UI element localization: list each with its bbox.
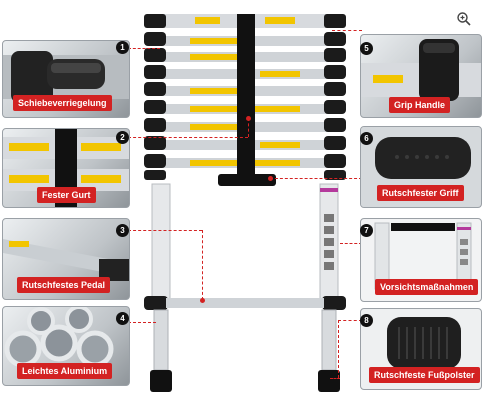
feature-panel-2: Fester Gurt — [2, 128, 130, 208]
badge-8: 8 — [360, 314, 373, 327]
badge-7: 7 — [360, 224, 373, 237]
feature-label-2: Fester Gurt — [37, 187, 96, 203]
badge-5: 5 — [360, 42, 373, 55]
zoom-in-icon[interactable] — [455, 10, 473, 28]
badge-1: 1 — [116, 41, 129, 54]
feature-panel-5: Grip Handle — [360, 34, 482, 118]
feature-label-4: Leichtes Aluminium — [17, 363, 113, 379]
feature-panel-8: Rutschfeste Fußpolster — [360, 308, 482, 390]
feature-panel-3: Rutschfestes Pedal — [2, 218, 130, 300]
feature-label-1: Schiebeverriegelung — [13, 95, 112, 111]
feature-panel-7: Vorsichtsmaßnahmen — [360, 218, 482, 302]
feature-label-7: Vorsichtsmaßnahmen — [375, 279, 479, 295]
feature-label-5: Grip Handle — [389, 97, 451, 113]
badge-3: 3 — [116, 224, 129, 237]
feature-label-8: Rutschfeste Fußpolster — [369, 367, 480, 383]
badge-6: 6 — [360, 132, 373, 145]
feature-panel-1: Schiebeverriegelung — [2, 40, 130, 118]
badge-4: 4 — [116, 312, 129, 325]
feature-panel-4: Leichtes Aluminium — [2, 306, 130, 386]
badge-2: 2 — [116, 131, 129, 144]
feature-panel-6: Rutschfester Griff — [360, 126, 482, 208]
feature-label-3: Rutschfestes Pedal — [17, 277, 111, 293]
feature-label-6: Rutschfester Griff — [377, 185, 464, 201]
ladder-illustration — [140, 14, 350, 414]
